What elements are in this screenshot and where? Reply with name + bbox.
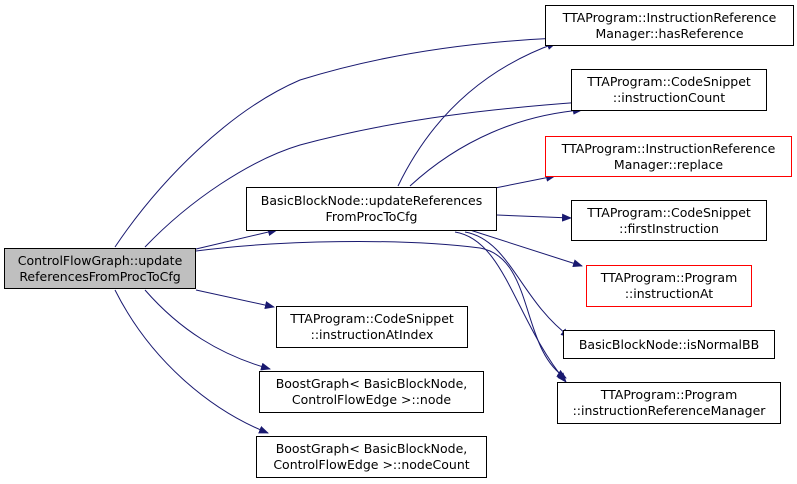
node-label-line1: BoostGraph< BasicBlockNode, <box>275 441 468 456</box>
node-bbn-is-normal-bb[interactable]: BasicBlockNode::isNormalBB <box>563 330 775 359</box>
node-cfg-update-references: ControlFlowGraph::update ReferencesFromP… <box>4 248 196 289</box>
node-label-line1: TTAProgram::CodeSnippet <box>587 74 751 89</box>
node-cs-instruction-at-index[interactable]: TTAProgram::CodeSnippet ::instructionAtI… <box>276 306 468 348</box>
node-label-line1: BasicBlockNode::isNormalBB <box>578 336 760 352</box>
node-program-instruction-reference-manager[interactable]: TTAProgram::Program ::instructionReferen… <box>557 382 781 424</box>
node-label-line1: TTAProgram::CodeSnippet <box>587 204 751 220</box>
node-program-instruction-at[interactable]: TTAProgram::Program ::instructionAt <box>586 265 752 307</box>
node-label-line1: BasicBlockNode::updateReferences <box>260 193 483 208</box>
edge-root-to-bg-node <box>144 289 271 371</box>
node-label-line2: FromProcToCfg <box>325 209 418 224</box>
edge-root-to-bg-count <box>114 289 269 434</box>
node-label-line1: TTAProgram::InstructionReference <box>562 9 777 25</box>
node-label-line2: Manager::replace <box>613 156 724 172</box>
node-label-line2: ControlFlowEdge >::node <box>291 392 452 407</box>
edge-bbn-to-cs-count <box>409 106 583 187</box>
node-label-line2: ControlFlowEdge >::nodeCount <box>273 457 470 472</box>
node-label-line2: ::instructionReferenceManager <box>572 403 766 418</box>
node-irm-has-reference[interactable]: TTAProgram::InstructionReference Manager… <box>545 5 794 46</box>
node-label-line1: TTAProgram::Program <box>600 270 738 285</box>
edge-root-to-cs-count <box>144 98 584 248</box>
edge-root-to-bbn-update <box>195 228 278 250</box>
edge-bbn-to-irm-hasref <box>397 42 557 187</box>
node-label-line1: TTAProgram::Program <box>600 387 738 402</box>
node-label-line1: TTAProgram::InstructionReference <box>561 140 776 156</box>
node-label-line2: ::instructionAtIndex <box>310 327 434 342</box>
edge-root-to-cs-atindex <box>195 289 275 309</box>
node-bbn-update-references[interactable]: BasicBlockNode::updateReferences FromPro… <box>246 187 497 231</box>
node-label-line1: TTAProgram::CodeSnippet <box>290 311 454 326</box>
node-label-line2: ::instructionCount <box>612 90 726 105</box>
edge-root-to-irm-hasref <box>114 34 559 248</box>
edge-root-to-prog-irm <box>195 241 567 379</box>
edge-bbn-to-bbn-isnormal <box>464 231 571 338</box>
edge-bbn-to-cs-first <box>496 213 572 222</box>
node-label-line2: ::firstInstruction <box>619 220 719 236</box>
node-boostgraph-node[interactable]: BoostGraph< BasicBlockNode, ControlFlowE… <box>259 371 484 413</box>
node-irm-replace[interactable]: TTAProgram::InstructionReference Manager… <box>545 136 792 177</box>
node-label-line2: ::instructionAt <box>624 286 714 301</box>
node-boostgraph-node-count[interactable]: BoostGraph< BasicBlockNode, ControlFlowE… <box>256 436 487 478</box>
node-cs-first-instruction[interactable]: TTAProgram::CodeSnippet ::firstInstructi… <box>571 200 767 241</box>
node-cs-instruction-count[interactable]: TTAProgram::CodeSnippet ::instructionCou… <box>571 69 767 111</box>
edge-bbn-to-prog-instrat <box>469 229 583 268</box>
edge-bbn-to-prog-irm <box>454 231 567 383</box>
node-label-line2: ReferencesFromProcToCfg <box>19 268 181 284</box>
node-label-line1: ControlFlowGraph::update <box>17 252 183 268</box>
node-label-line1: BoostGraph< BasicBlockNode, <box>275 376 468 391</box>
node-label-line2: Manager::hasReference <box>595 25 744 41</box>
